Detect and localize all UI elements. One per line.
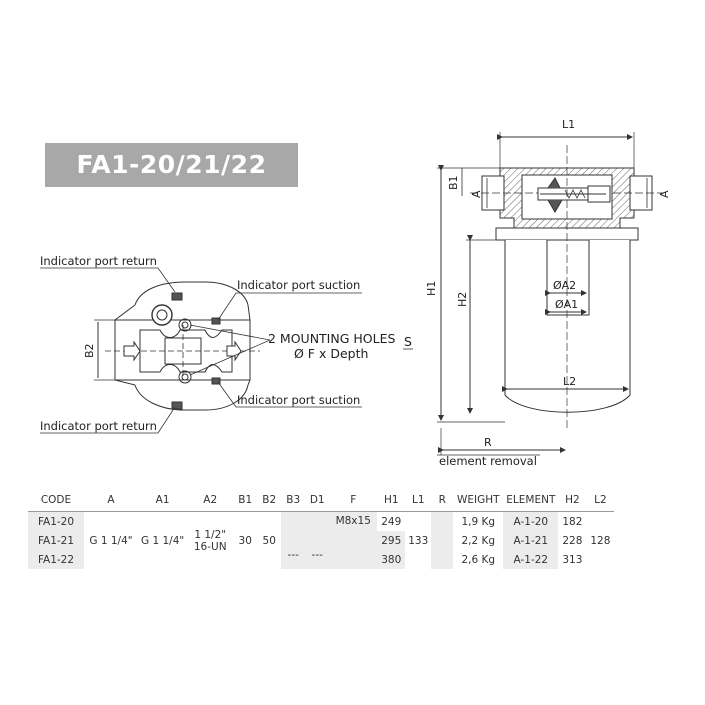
cell-weight: 2,6 Kg (461, 553, 496, 566)
col-l2: L2 (586, 489, 615, 512)
cell-weight: 1,9 Kg (461, 515, 496, 528)
col-h1: H1 (377, 489, 406, 512)
col-l1: L1 (405, 489, 432, 512)
cell-h1: 380 (377, 550, 406, 569)
col-weight: WEIGHT (453, 489, 504, 512)
cell-a: G 1 1/4" (89, 534, 133, 547)
label-indicator-port-suction-top: Indicator port suction (237, 278, 360, 292)
cell-code: FA1-20 (28, 511, 84, 531)
label-mounting-holes: 2 MOUNTING HOLES (268, 331, 395, 346)
col-b2: B2 (257, 489, 282, 512)
col-b1: B1 (233, 489, 258, 512)
cell-code: FA1-22 (28, 550, 84, 569)
cell-h1: 295 (377, 531, 406, 550)
dim-h1: H1 (425, 281, 438, 296)
table-row: FA1-20 G 1 1/4" G 1 1/4" 1 1/2" 16-UN 30… (28, 511, 614, 569)
col-a2: A2 (187, 489, 234, 512)
product-title: FA1-20/21/22 (45, 143, 298, 187)
dim-h2: H2 (456, 292, 469, 307)
dim-a-left: A (470, 190, 483, 198)
col-b3: B3 (281, 489, 306, 512)
cell-l1: 133 (408, 534, 429, 547)
col-f: F (329, 489, 378, 512)
dim-a2: ØA2 (553, 279, 576, 292)
cell-a2-line2: 16-UN (193, 540, 227, 553)
dim-a1: ØA1 (555, 298, 578, 311)
table-row: FA1-22 380 2,6 Kg A-1-22 313 (28, 550, 614, 569)
dim-l2: L2 (563, 375, 576, 388)
col-a: A (84, 489, 138, 512)
cell-h2: 182 (562, 515, 583, 528)
label-indicator-port-return-top: Indicator port return (40, 254, 157, 268)
cell-code: FA1-21 (28, 531, 84, 550)
cell-b1: 30 (238, 534, 252, 547)
label-mounting-holes-s: S (404, 334, 412, 349)
specification-table: CODE A A1 A2 B1 B2 B3 D1 F H1 L1 R WEIGH… (28, 489, 615, 569)
cell-h2: 228 (562, 534, 583, 547)
cell-r (431, 511, 454, 569)
dim-r: R (484, 436, 492, 449)
dim-b1: B1 (447, 175, 460, 190)
side-view (437, 132, 664, 456)
dim-b2: B2 (83, 343, 96, 358)
label-element-removal: element removal (439, 454, 537, 468)
cell-f: M8x15 (329, 511, 378, 569)
col-r: R (431, 489, 454, 512)
table-header-row: CODE A A1 A2 B1 B2 B3 D1 F H1 L1 R WEIGH… (28, 489, 615, 512)
cell-element: A-1-22 (503, 550, 559, 569)
cell-b3: --- (281, 511, 306, 569)
cell-l2: 128 (590, 534, 611, 547)
dim-l1: L1 (562, 118, 575, 131)
label-mounting-holes-depth: Ø F x Depth (294, 346, 368, 361)
cell-a2-line1: 1 1/2" (194, 528, 227, 541)
dim-a-right: A (658, 190, 671, 198)
cell-a1: G 1 1/4" (141, 534, 185, 547)
cell-d1: --- (305, 511, 330, 569)
top-view (40, 267, 362, 434)
col-d1: D1 (305, 489, 330, 512)
col-a1: A1 (138, 489, 188, 512)
col-element: ELEMENT (503, 489, 559, 512)
table-row: FA1-21 295 2,2 Kg A-1-21 228 (28, 531, 614, 550)
cell-weight: 2,2 Kg (461, 534, 496, 547)
cell-h2: 313 (562, 553, 583, 566)
cell-element: A-1-21 (503, 531, 559, 550)
cell-h1: 249 (381, 515, 402, 528)
col-h2: H2 (558, 489, 587, 512)
cell-element: A-1-20 (503, 511, 559, 531)
cell-a2: 1 1/2" 16-UN (187, 512, 233, 570)
label-indicator-port-suction-bottom: Indicator port suction (237, 393, 360, 407)
col-code: CODE (28, 489, 84, 512)
label-indicator-port-return-bottom: Indicator port return (40, 419, 157, 433)
cell-b2: 50 (262, 534, 276, 547)
